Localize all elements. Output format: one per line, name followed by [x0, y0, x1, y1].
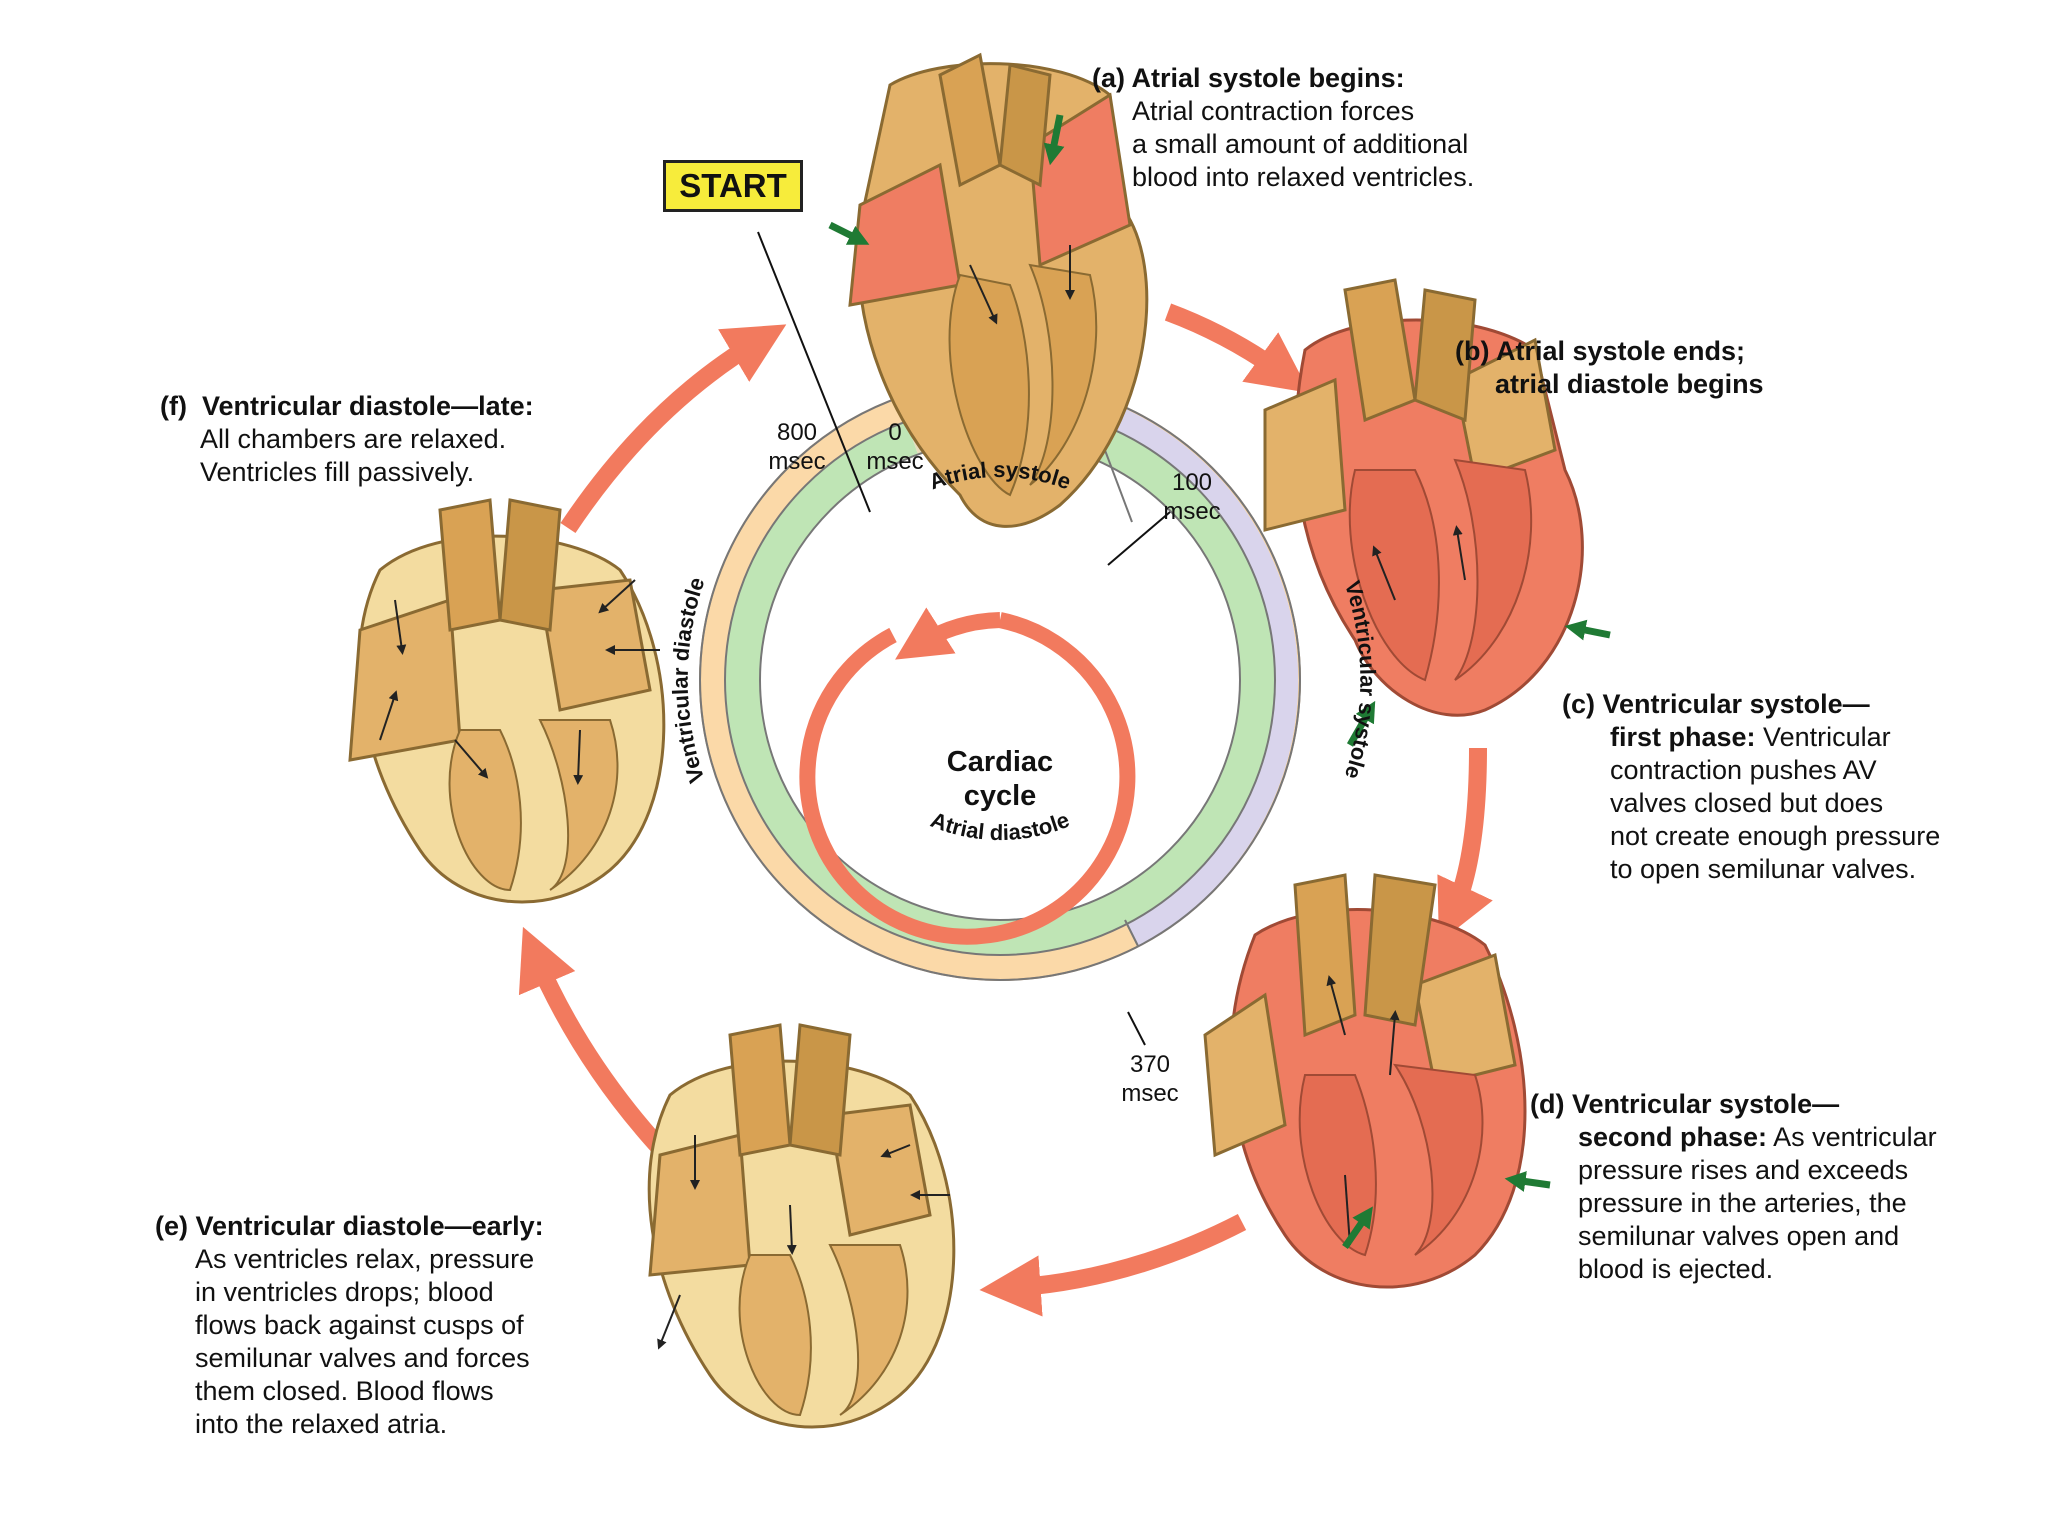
arrow-a-to-b — [1164, 303, 1310, 393]
heart-d — [1203, 873, 1551, 1289]
tick-370: 370 msec — [1121, 1051, 1179, 1107]
tick-100: 100 msec — [1163, 469, 1221, 525]
phase-d-label: (d) Ventricular systole— second phase: A… — [1530, 1089, 1937, 1284]
inner-cycle-arrow — [799, 612, 1136, 945]
arrow-d-to-e — [979, 1214, 1247, 1317]
cycle-arrows — [518, 303, 1493, 1317]
phase-c-label: (c) Ventricular systole— first phase: Ve… — [1562, 689, 1941, 884]
heart-a — [828, 52, 1149, 528]
arrow-c-to-d — [1437, 747, 1493, 943]
phase-f-label: (f) Ventricular diastole—late: All chamb… — [160, 391, 534, 487]
phase-b-label: (b) Atrial systole ends; atrial diastole… — [1455, 336, 1764, 399]
heart-b — [1263, 278, 1611, 747]
arrow-e-to-f — [518, 926, 667, 1155]
phase-a-label: (a) Atrial systole begins: Atrial contra… — [1092, 63, 1475, 192]
tick-0: 0 msec — [866, 419, 924, 475]
cycle-ring — [699, 379, 1301, 981]
tick-800: 800 msec — [768, 419, 826, 475]
arrow-f-to-a — [560, 324, 787, 533]
heart-e — [647, 1023, 956, 1429]
start-pointer-line — [757, 231, 871, 513]
phase-e-label: (e) Ventricular diastole—early: As ventr… — [155, 1211, 544, 1439]
center-label: Cardiac cycle — [946, 746, 1054, 812]
start-label: START — [663, 160, 803, 212]
heart-f — [348, 498, 666, 904]
